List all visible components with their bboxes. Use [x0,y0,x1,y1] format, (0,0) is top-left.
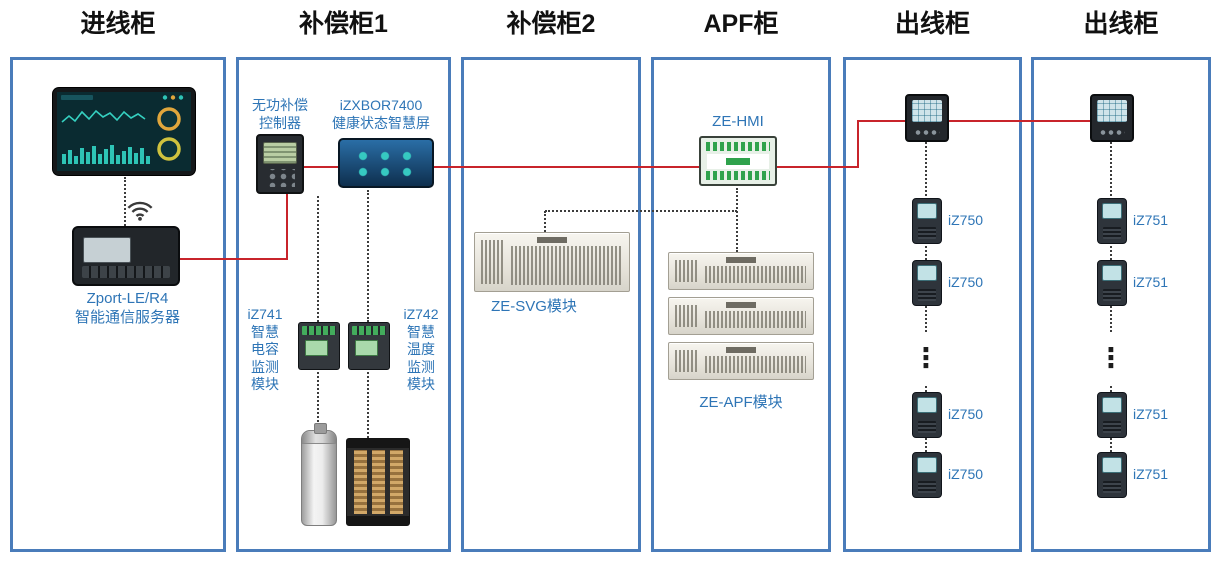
iz751-module-device-2 [1097,260,1127,306]
cabinet-outgoing2 [1031,57,1211,552]
red-bus-line-to-meters [857,120,1090,122]
wifi-icon [127,201,153,221]
iz751-label-3: iZ751 [1133,406,1169,422]
iz750-module-device-4 [912,452,942,498]
iz750-module-device-3 [912,392,942,438]
dotted-link-zesvg-zehmi [545,210,737,212]
ze-apf-rack-device-3 [668,342,814,380]
ze-apf-rack-device-2 [668,297,814,335]
dashboard-graphic [57,92,191,171]
cabinet-comp2 [461,57,641,552]
capacitor-device [301,423,337,526]
dotted-link-screen-iz742 [367,190,369,322]
iz742-module-device [348,322,390,370]
iz750-label-1: iZ750 [948,212,984,228]
iz750-module-device-1 [912,198,942,244]
reactive-controller-device [256,134,304,194]
power-meter-device-2 [1090,94,1134,142]
ze-hmi-label: ZE-HMI [712,113,764,130]
red-bus-line-riser-meters [857,121,859,168]
iz751-module-device-1 [1097,198,1127,244]
ze-svg-label: ZE-SVG模块 [491,298,577,315]
dotted-link-controller-iz741 [317,196,319,322]
iz750-module-device-2 [912,260,942,306]
dotted-link-zesvg-riser [544,211,546,232]
cabinet-title-comp2: 补偿柜2 [506,10,596,38]
dotted-link-iz742-reactor [367,372,369,438]
ze-apf-rack-device-1 [668,252,814,290]
dotted-link-zehmi-zeapf [736,188,738,252]
dotted-link-iz741-capacitor [317,372,319,430]
smart-screen-device [338,138,434,188]
red-bus-line-controller-to-screen [304,166,338,168]
cabinet-comp1 [236,57,451,552]
ellipsis-mark-2: ⋮ [1098,332,1125,384]
controller-label: 无功补偿 控制器 [252,97,308,131]
red-bus-line-riser-controller [286,193,288,260]
iz750-label-3: iZ750 [948,406,984,422]
red-bus-line-zehmi-out [777,166,859,168]
cabinet-title-incoming: 进线柜 [80,10,156,38]
comm-server-label: Zport-LE/R4 智能通信服务器 [74,290,180,326]
iz742-label: iZ742 智慧 温度 监测 模块 [403,306,439,392]
ze-hmi-device [699,136,777,186]
ze-svg-rack-device [474,232,630,292]
iz741-label: iZ741 智慧 电容 监测 模块 [247,306,283,392]
iz750-label-4: iZ750 [948,466,984,482]
iz751-module-device-3 [1097,392,1127,438]
ellipsis-mark-1: ⋮ [913,332,940,384]
cabinet-title-apf: APF柜 [703,10,779,38]
iz751-module-device-4 [1097,452,1127,498]
ze-apf-label: ZE-APF模块 [699,394,783,411]
iz741-module-device [298,322,340,370]
iz751-label-2: iZ751 [1133,274,1169,290]
red-bus-line-server-to-controller [180,258,288,260]
cabinet-outgoing1 [843,57,1022,552]
cabinet-apf [651,57,831,552]
iz751-label-4: iZ751 [1133,466,1169,482]
cabinet-title-comp1: 补偿柜1 [299,10,388,38]
iz751-label-1: iZ751 [1133,212,1169,228]
cabinet-title-outgoing1: 出线柜 [894,10,970,38]
power-meter-device-1 [905,94,949,142]
touchscreen-dashboard-device [53,88,195,175]
dotted-link-dashboard-server [124,177,126,226]
smart-screen-label: iZXBOR7400 健康状态智慧屏 [332,97,430,131]
reactor-device [346,438,410,526]
cabinet-title-outgoing2: 出线柜 [1083,10,1159,38]
comm-server-device [72,226,180,286]
iz750-label-2: iZ750 [948,274,984,290]
cabinet-incoming [10,57,226,552]
red-bus-line-screen-to-zehmi [434,166,700,168]
